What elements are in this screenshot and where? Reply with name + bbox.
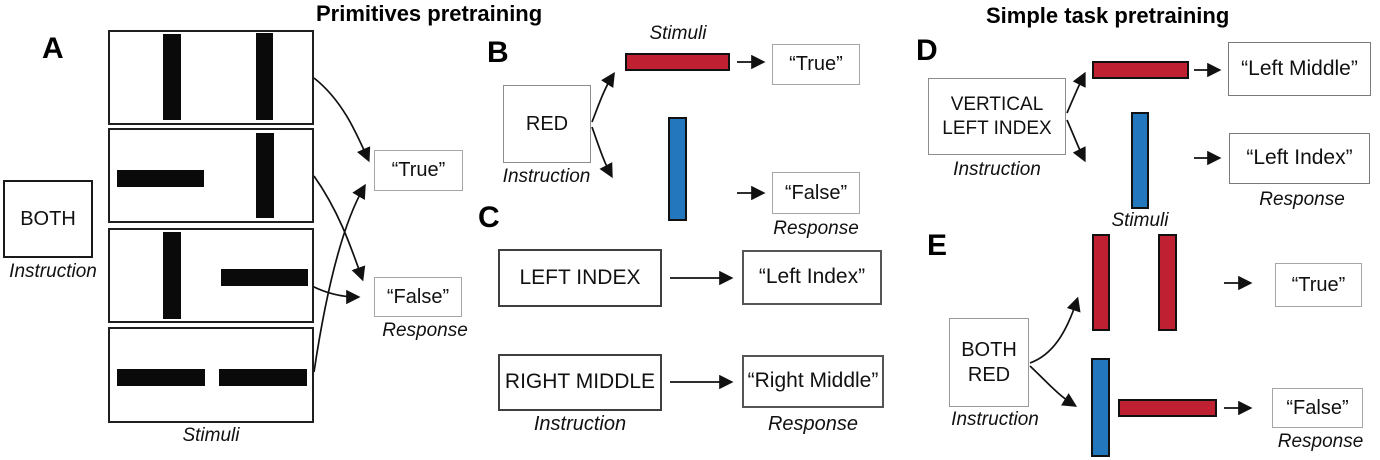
d-red-horizontal-bar xyxy=(1092,61,1189,79)
simple-task-pretraining-title: Simple task pretraining xyxy=(986,3,1230,28)
d-top-response-box: “Left Middle” xyxy=(1228,42,1371,96)
panel-d-letter: D xyxy=(916,34,938,67)
a-box1-vertical-bar-left xyxy=(163,34,181,120)
e-blue-vertical-bar xyxy=(1091,358,1110,457)
e-false-response-box: “False” xyxy=(1272,388,1363,428)
arrow-a-box4-true xyxy=(313,183,366,373)
arrow-a-box3-false xyxy=(311,285,361,305)
e-true-response-box: “True” xyxy=(1275,263,1362,307)
e-response-label: Response xyxy=(1277,431,1364,452)
panel-c-letter: C xyxy=(478,201,500,234)
b-instruction-box: RED xyxy=(503,85,591,163)
a-box4-horizontal-bar-left xyxy=(117,369,205,386)
arrow-e-fork-up xyxy=(1029,296,1081,364)
e-instruction-box: BOTH RED xyxy=(949,318,1029,407)
arrow-a-box2-false xyxy=(313,175,366,282)
d-instruction-line2: LEFT INDEX xyxy=(942,117,1052,139)
b-false-response-box: “False” xyxy=(772,172,860,214)
c-response-box-right-middle: “Right Middle” xyxy=(742,355,884,408)
arrow-d-fork-down xyxy=(1066,119,1086,163)
b-red-horizontal-bar xyxy=(625,53,730,71)
b-blue-vertical-bar xyxy=(668,117,687,221)
e-red-horizontal-bar xyxy=(1118,399,1217,417)
b-true-response-box: “True” xyxy=(772,44,860,85)
c-instruction-box-right-middle: RIGHT MIDDLE xyxy=(498,354,662,411)
d-blue-vertical-bar xyxy=(1131,112,1149,209)
arrow-b-fork-up xyxy=(591,71,615,123)
d-bottom-response-box: “Left Index” xyxy=(1229,133,1370,184)
c-response-box-left-index: “Left Index” xyxy=(742,250,882,305)
a-true-response-box: “True” xyxy=(374,150,463,191)
b-response-label: Response xyxy=(773,218,859,239)
a-box3-horizontal-bar xyxy=(221,269,308,286)
e-instruction-line2: RED xyxy=(967,363,1011,386)
a-box4-horizontal-bar-right xyxy=(219,369,307,386)
panel-b-letter: B xyxy=(487,36,509,69)
c-instruction-label: Instruction xyxy=(533,413,627,435)
d-stimuli-label: Stimuli xyxy=(1111,210,1169,231)
b-instruction-label: Instruction xyxy=(502,166,591,187)
a-box2-vertical-bar xyxy=(256,133,274,218)
c-instruction-box-left-index: LEFT INDEX xyxy=(498,249,662,307)
a-response-label: Response xyxy=(382,320,468,341)
a-stimulus-box-1 xyxy=(108,30,314,125)
a-stimuli-label: Stimuli xyxy=(182,425,240,446)
panel-a-letter: A xyxy=(42,32,64,65)
e-red-vertical-bar-right xyxy=(1158,234,1177,331)
d-instruction-box: VERTICAL LEFT INDEX xyxy=(928,78,1066,155)
a-box2-horizontal-bar xyxy=(117,170,204,187)
d-instruction-label: Instruction xyxy=(953,159,1041,180)
a-box1-vertical-bar-right xyxy=(256,33,273,120)
a-box3-vertical-bar xyxy=(163,232,181,319)
primitives-pretraining-title: Primitives pretraining xyxy=(316,1,543,26)
c-response-label: Response xyxy=(767,413,859,435)
a-instruction-label: Instruction xyxy=(9,261,97,282)
panel-e-letter: E xyxy=(927,229,948,262)
e-instruction-label: Instruction xyxy=(951,409,1039,430)
arrow-a-box1-true xyxy=(313,77,371,163)
arrow-d-fork-up xyxy=(1066,71,1086,114)
a-stimulus-box-2 xyxy=(108,128,314,223)
e-instruction-line1: BOTH xyxy=(961,338,1017,361)
e-red-vertical-bar-left xyxy=(1092,234,1110,331)
d-response-label: Response xyxy=(1259,189,1345,210)
a-instruction-box: BOTH xyxy=(3,180,93,258)
a-false-response-box: “False” xyxy=(374,277,462,317)
b-stimuli-label: Stimuli xyxy=(649,23,707,44)
d-instruction-line1: VERTICAL xyxy=(950,93,1044,115)
arrow-e-fork-down xyxy=(1029,365,1078,407)
